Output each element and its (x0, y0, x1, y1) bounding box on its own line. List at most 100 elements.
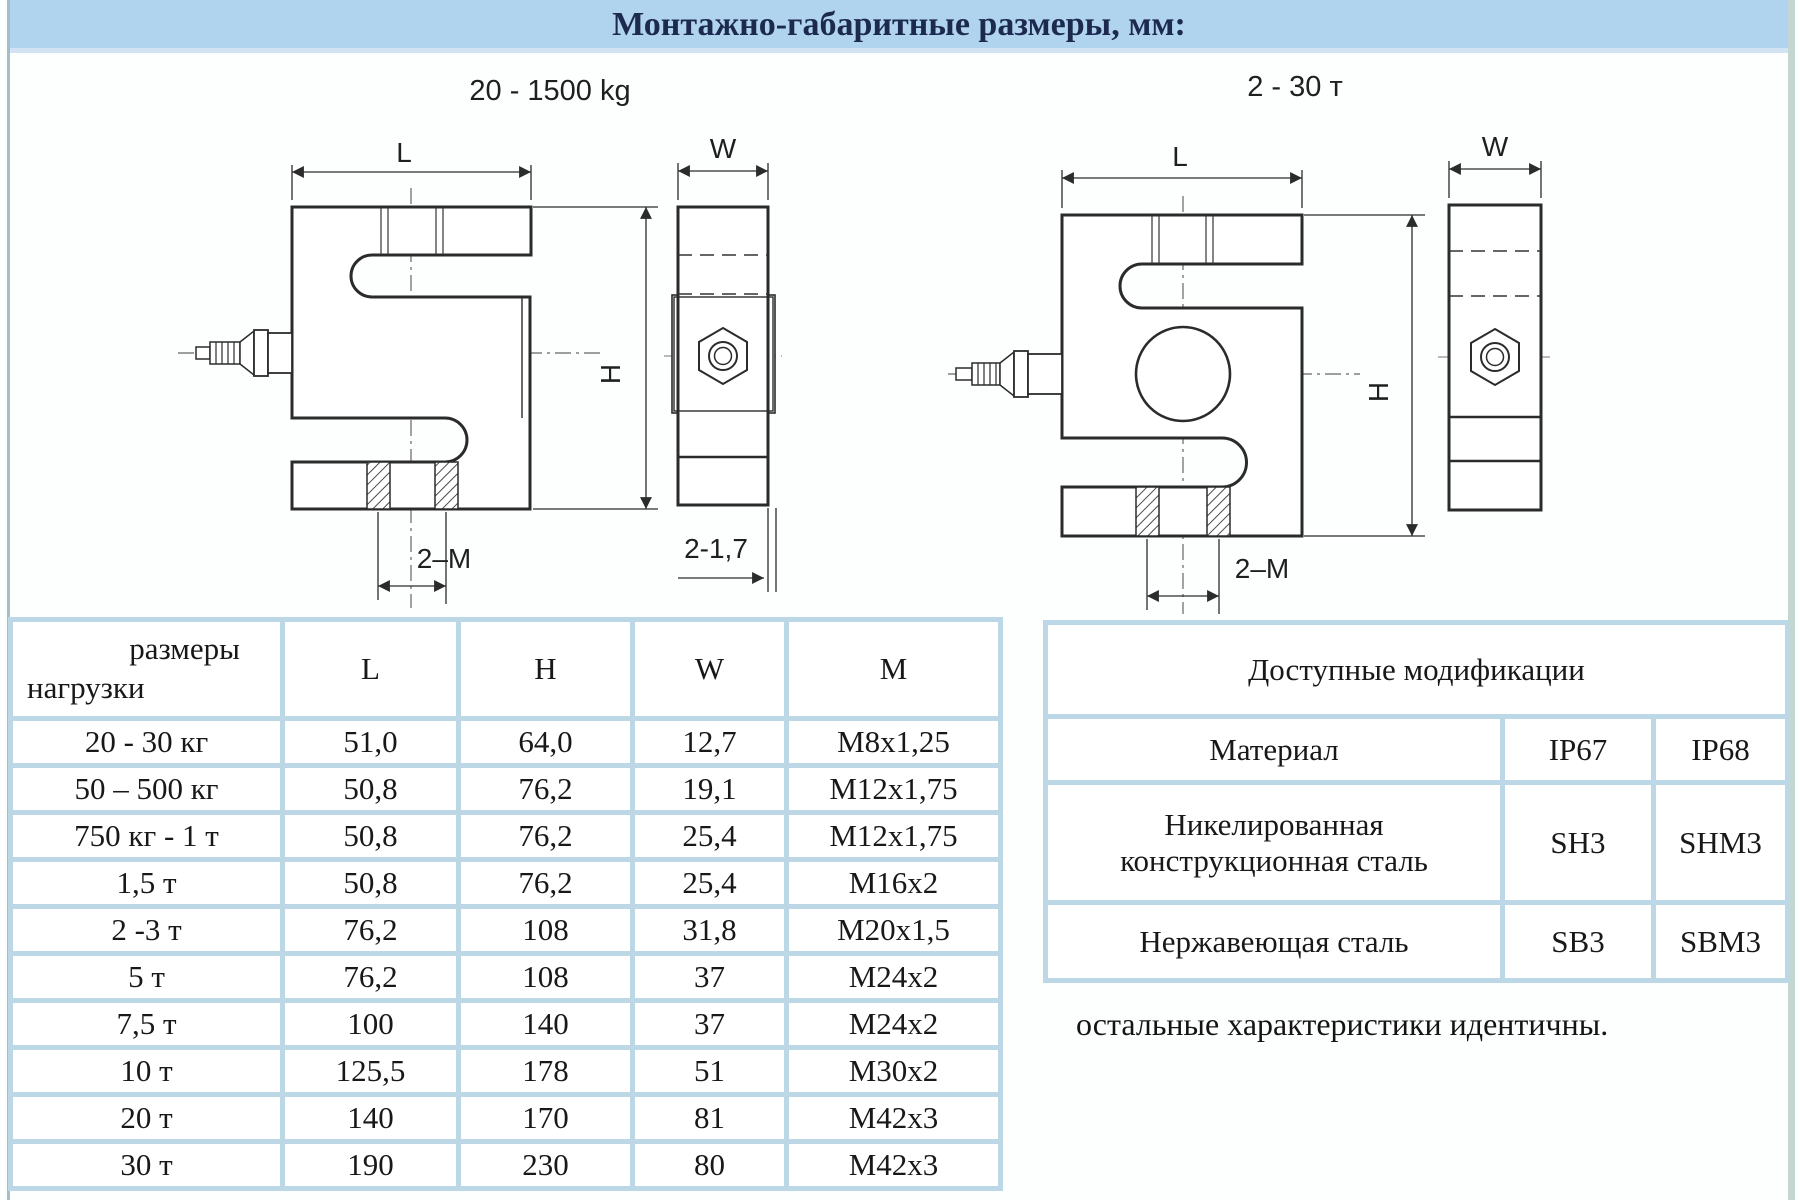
cell-L: 76,2 (280, 951, 461, 1003)
technical-drawings: 20 - 1500 kg 2 - 30 т (178, 71, 1552, 614)
cell-load: 10 т (8, 1045, 285, 1097)
cell-L: 140 (280, 1092, 461, 1144)
cell-L: 50,8 (280, 810, 461, 862)
cell-ip68: IP68 (1651, 714, 1790, 785)
cell-W: 51 (630, 1045, 789, 1097)
cell-load: 2 -3 т (8, 904, 285, 956)
col-header-M: M (784, 617, 1003, 721)
cell-H: 170 (456, 1092, 635, 1144)
table-row: 20 - 30 кг 51,0 64,0 12,7 M8x1,25 (8, 716, 1003, 768)
left-drawing-caption: 20 - 1500 kg (469, 75, 630, 107)
cell-L: 76,2 (280, 904, 461, 956)
threaded-hole-hatch (366, 461, 391, 510)
right-drawing-caption: 2 - 30 т (1247, 71, 1343, 103)
threaded-hole-hatch (1135, 486, 1160, 537)
table-row: 20 т 140 170 81 M42x3 (8, 1092, 1003, 1144)
cell-M: M42x3 (784, 1092, 1003, 1144)
page-title: Монтажно-габаритные размеры, мм: (612, 6, 1186, 43)
table-row: Материал IP67 IP68 (1043, 714, 1790, 785)
mod-table-header-row: Доступные модификации (1043, 620, 1790, 719)
page-left-border (7, 0, 10, 1200)
right-front-view: L H 2–M (948, 141, 1425, 614)
cell-sbm3: SBM3 (1651, 900, 1790, 983)
cell-W: 25,4 (630, 810, 789, 862)
page-right-border (1788, 0, 1795, 1200)
cell-material-header: Материал (1043, 714, 1505, 785)
cell-load: 50 – 500 кг (8, 763, 285, 815)
cell-L: 190 (280, 1139, 461, 1191)
note-text: остальные характеристики идентичны. (1076, 1006, 1609, 1042)
cable-connector (955, 350, 1063, 398)
hex-nut (698, 326, 748, 386)
mod-table-title: Доступные модификации (1043, 620, 1790, 719)
cell-M: M30x2 (784, 1045, 1003, 1097)
cell-W: 25,4 (630, 857, 789, 909)
table-row: 50 – 500 кг 50,8 76,2 19,1 M12x1,75 (8, 763, 1003, 815)
cell-L: 50,8 (280, 763, 461, 815)
cell-H: 76,2 (456, 810, 635, 862)
cell-load: 30 т (8, 1139, 285, 1191)
dim-label-2M: 2–M (1235, 553, 1289, 584)
dim-label-H: H (1363, 382, 1394, 402)
cell-material-nickel: Никелированная конструкционная сталь (1043, 780, 1505, 905)
cable-connector (195, 329, 293, 377)
cell-shm3: SHM3 (1651, 780, 1790, 905)
cell-W: 12,7 (630, 716, 789, 768)
s-body-outline (290, 205, 533, 511)
dim-label-W: W (710, 133, 737, 164)
cell-W: 19,1 (630, 763, 789, 815)
dim-label-217: 2-1,7 (684, 533, 748, 564)
threaded-hole-hatch (434, 461, 459, 510)
dim-label-2M: 2–M (417, 543, 471, 574)
cell-M: M24x2 (784, 998, 1003, 1050)
cell-L: 100 (280, 998, 461, 1050)
right-side-view: W (1438, 131, 1552, 512)
cell-H: 76,2 (456, 763, 635, 815)
dim-label-W: W (1482, 131, 1509, 162)
cell-L: 51,0 (280, 716, 461, 768)
left-side-view: W 2-1,7 (664, 133, 782, 592)
cell-H: 76,2 (456, 857, 635, 909)
col-header-L: L (280, 617, 461, 721)
title-bar: Монтажно-габаритные размеры, мм: (10, 0, 1788, 53)
cell-L: 125,5 (280, 1045, 461, 1097)
cell-M: M42x3 (784, 1139, 1003, 1191)
cell-sh3: SH3 (1500, 780, 1656, 905)
cell-M: M12x1,75 (784, 763, 1003, 815)
col-header-H: H (456, 617, 635, 721)
cell-load: 1,5 т (8, 857, 285, 909)
col-header-size-load: размеры нагрузки (8, 617, 285, 721)
cell-W: 37 (630, 998, 789, 1050)
cell-load: 750 кг - 1 т (8, 810, 285, 862)
cell-load: 7,5 т (8, 998, 285, 1050)
cell-load: 5 т (8, 951, 285, 1003)
col-header-W: W (630, 617, 789, 721)
cell-H: 64,0 (456, 716, 635, 768)
size-table-header-row: размеры нагрузки L H W M (8, 617, 1003, 721)
cell-ip67: IP67 (1500, 714, 1656, 785)
cell-material-stainless: Нержавеющая сталь (1043, 900, 1505, 983)
center-hole (1134, 325, 1232, 423)
cell-load: 20 т (8, 1092, 285, 1144)
dim-label-H: H (595, 364, 626, 384)
table-row: 5 т 76,2 108 37 M24x2 (8, 951, 1003, 1003)
cell-load: 20 - 30 кг (8, 716, 285, 768)
cell-M: M12x1,75 (784, 810, 1003, 862)
table-row: 1,5 т 50,8 76,2 25,4 M16x2 (8, 857, 1003, 909)
cell-W: 81 (630, 1092, 789, 1144)
table-row: Никелированная конструкционная сталь SH3… (1043, 780, 1790, 905)
cell-W: 80 (630, 1139, 789, 1191)
threaded-hole-hatch (1206, 486, 1231, 537)
cell-W: 37 (630, 951, 789, 1003)
cell-W: 31,8 (630, 904, 789, 956)
cell-H: 178 (456, 1045, 635, 1097)
cell-M: M16x2 (784, 857, 1003, 909)
table-row: 30 т 190 230 80 M42x3 (8, 1139, 1003, 1191)
cell-H: 108 (456, 904, 635, 956)
cell-L: 50,8 (280, 857, 461, 909)
cell-H: 230 (456, 1139, 635, 1191)
left-front-view: L H 2–M (178, 137, 658, 608)
table-row: 10 т 125,5 178 51 M30x2 (8, 1045, 1003, 1097)
table-row: 2 -3 т 76,2 108 31,8 M20x1,5 (8, 904, 1003, 956)
